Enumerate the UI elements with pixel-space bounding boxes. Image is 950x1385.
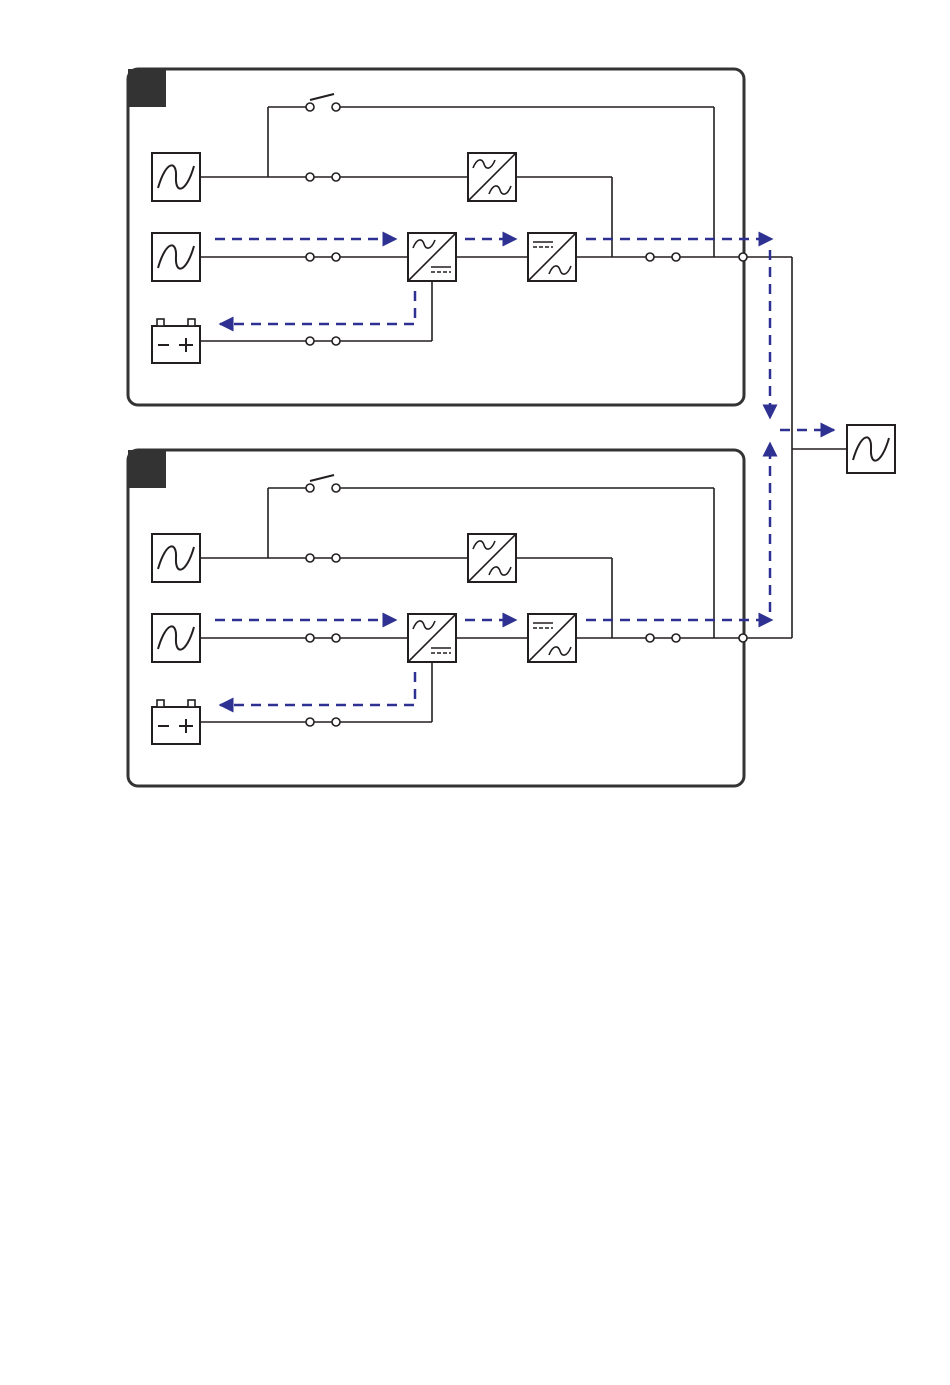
static-bypass-icon [468, 153, 516, 201]
load-icon [847, 425, 895, 473]
inverter-icon [528, 233, 576, 281]
switch-contacts [306, 103, 747, 345]
bypass-source-icon [152, 153, 200, 201]
module-flow [215, 239, 772, 324]
rectifier-icon [408, 233, 456, 281]
battery-icon [152, 319, 200, 363]
ups-module [128, 69, 772, 405]
main-source-icon [152, 233, 200, 281]
output-flow [770, 250, 834, 612]
output-bus [743, 257, 847, 638]
module-wiring [200, 94, 743, 341]
ups-module-2 [128, 450, 772, 786]
module-tab [128, 69, 166, 107]
